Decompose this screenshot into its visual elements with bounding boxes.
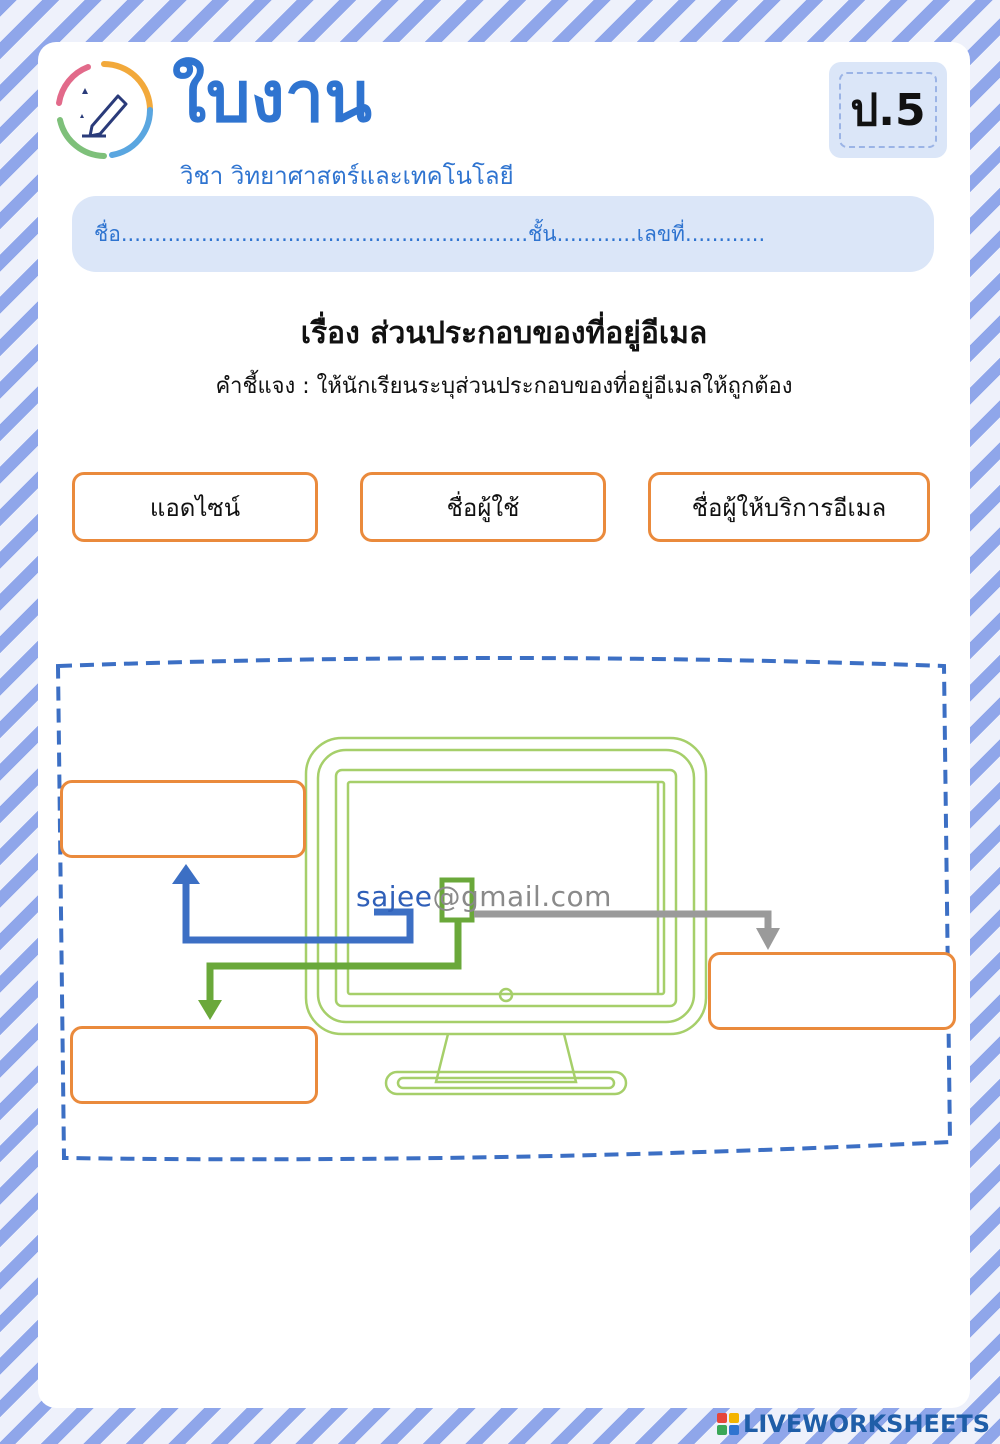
at-sign-arrow (206, 920, 462, 1002)
username-arrow (182, 882, 414, 944)
answer-box-email-provider[interactable] (708, 952, 956, 1030)
email-diagram (55, 656, 953, 1162)
subject-label: วิชา วิทยาศาสตร์และเทคโนโลยี (180, 162, 514, 190)
liveworksheets-badge-icon (717, 1413, 740, 1435)
answer-box-at-sign[interactable] (70, 1026, 318, 1104)
grade-badge: ป.5 (829, 62, 947, 158)
page-title: ใบงาน (172, 56, 372, 138)
email-address: sajee@gmail.com (356, 880, 612, 913)
grade-label: ป.5 (839, 72, 937, 148)
email-domain: gmail.com (460, 880, 612, 913)
topic-heading: เรื่อง ส่วนประกอบของที่อยู่อีเมล (300, 316, 708, 351)
email-username: sajee (356, 880, 433, 913)
answer-box-username[interactable] (60, 780, 306, 858)
pencil-logo-icon (56, 61, 153, 159)
dashed-frame (55, 656, 953, 1162)
monitor-icon (304, 736, 708, 1096)
liveworksheets-logo: LIVEWORKSHEETS (717, 1410, 990, 1438)
word-bank-item-email-provider[interactable]: ชื่อผู้ให้บริการอีเมล (648, 472, 930, 542)
liveworksheets-brand: LIVEWORKSHEETS (743, 1410, 990, 1438)
email-provider-arrow (474, 910, 772, 930)
word-bank-item-at-sign[interactable]: แอดไซน์ (72, 472, 318, 542)
email-at-sign: @ (432, 880, 461, 913)
student-info-line[interactable]: ชื่อ....................................… (72, 196, 934, 272)
worksheet-page: ใบงาน วิชา วิทยาศาสตร์และเทคโนโลยี ป.5 ช… (38, 42, 970, 1408)
instruction-text: คำชี้แจง : ให้นักเรียนระบุส่วนประกอบของท… (215, 374, 793, 399)
word-bank-item-username[interactable]: ชื่อผู้ใช้ (360, 472, 606, 542)
